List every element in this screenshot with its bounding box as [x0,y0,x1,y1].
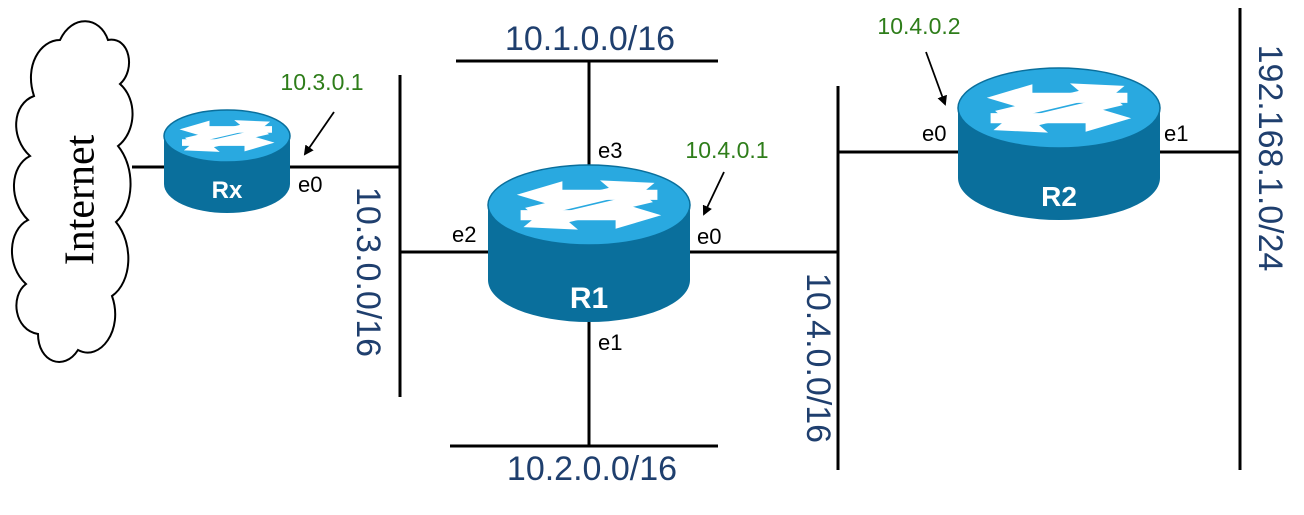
router-r1-name: R1 [570,282,608,315]
ip-label-rx: 10.3.0.1 [280,69,363,95]
internet-label: Internet [58,134,104,265]
internet-cloud: Internet [11,20,134,363]
interface-label-r2-e0: e0 [922,121,946,146]
ip-label-r1: 10.4.0.1 [685,137,768,163]
pointer-arrow-r2 [925,51,947,106]
pointer-arrow-rx [303,111,335,156]
network-label-10-4: 10.4.0.0/16 [799,273,837,443]
interface-label-rx-e0: e0 [298,172,322,197]
router-r1[interactable]: R1 [487,164,691,322]
network-label-10-2: 10.2.0.0/16 [507,450,677,488]
interface-label-r1-e1: e1 [598,330,622,355]
wires [132,8,1242,470]
router-rx[interactable]: Rx [163,109,291,213]
ip-label-r2: 10.4.0.2 [877,13,960,39]
router-r2-name: R2 [1041,181,1077,212]
network-label-10-1: 10.1.0.0/16 [505,20,675,58]
interface-label-r2-e1: e1 [1164,121,1188,146]
router-rx-name: Rx [212,177,243,204]
pointer-arrow-r1 [702,171,725,216]
network-label-10-3: 10.3.0.0/16 [349,187,387,357]
interface-label-r1-e3: e3 [598,138,622,163]
interface-label-r1-e0: e0 [697,224,721,249]
interface-label-r1-e2: e2 [452,222,476,247]
network-label-192: 192.168.1.0/24 [1251,45,1289,272]
router-r2[interactable]: R2 [957,67,1161,220]
